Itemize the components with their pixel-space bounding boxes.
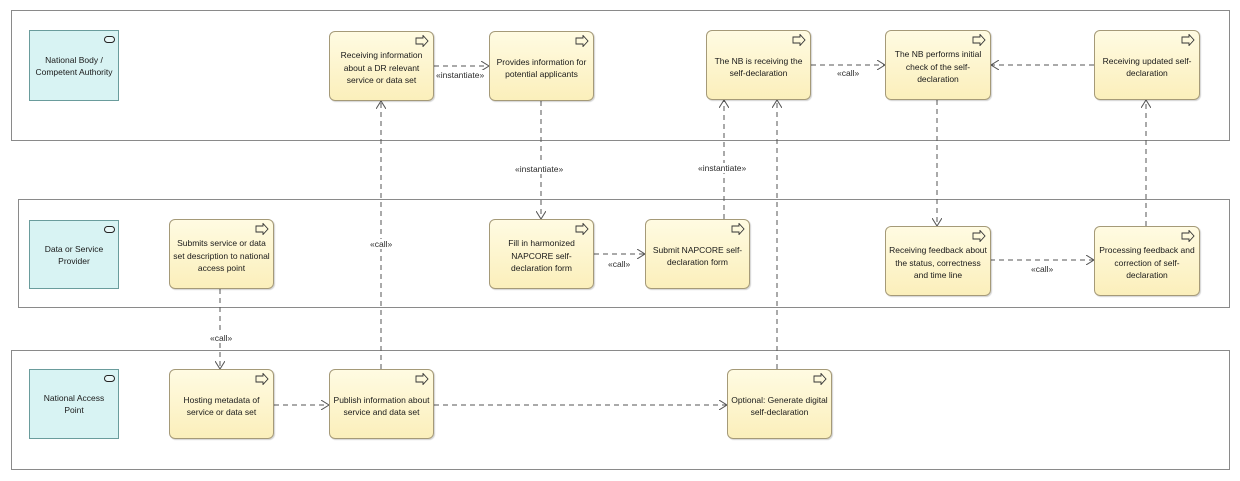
process-publish-information[interactable]: Publish information about service and da…	[329, 369, 434, 439]
process-label: Submits service or data set description …	[173, 238, 270, 274]
actor-role-icon	[104, 375, 115, 382]
process-label: Processing feedback and correction of se…	[1099, 245, 1195, 281]
process-label: Submit NAPCORE self-declaration form	[652, 244, 743, 268]
process-label: Receiving information about a DR relevan…	[340, 50, 423, 86]
process-arrow-icon	[813, 373, 827, 385]
process-arrow-icon	[1181, 34, 1195, 46]
process-nb-initial-check[interactable]: The NB performs initial check of the sel…	[885, 30, 991, 100]
connector-label-instantiate: «instantiate»	[697, 163, 748, 173]
connector-label-call: «call»	[1030, 264, 1055, 274]
process-receiving-updated[interactable]: Receiving updated self-declaration	[1094, 30, 1200, 100]
process-label: Publish information about service and da…	[333, 394, 430, 418]
actor-nap[interactable]: National Access Point	[29, 369, 119, 439]
process-fill-in-form[interactable]: Fill in harmonized NAPCORE self-declarat…	[489, 219, 594, 289]
process-arrow-icon	[1181, 230, 1195, 242]
connector-label-call: «call»	[369, 239, 394, 249]
connector-label-instantiate: «instantiate»	[514, 164, 565, 174]
process-arrow-icon	[972, 34, 986, 46]
process-submits-service[interactable]: Submits service or data set description …	[169, 219, 274, 289]
process-arrow-icon	[255, 373, 269, 385]
process-submit-form[interactable]: Submit NAPCORE self-declaration form	[645, 219, 750, 289]
process-arrow-icon	[972, 230, 986, 242]
lane-national-body	[11, 10, 1230, 141]
process-arrow-icon	[255, 223, 269, 235]
actor-provider[interactable]: Data or Service Provider	[29, 220, 119, 289]
actor-national-body[interactable]: National Body / Competent Authority	[29, 30, 119, 101]
process-label: Optional: Generate digital self-declarat…	[731, 394, 828, 418]
process-arrow-icon	[792, 34, 806, 46]
actor-label: National Body / Competent Authority	[35, 54, 113, 77]
process-arrow-icon	[415, 373, 429, 385]
process-receiving-information[interactable]: Receiving information about a DR relevan…	[329, 31, 434, 101]
actor-label: National Access Point	[43, 393, 105, 415]
process-label: The NB is receiving the self-declaration	[714, 55, 803, 79]
process-optional-generate[interactable]: Optional: Generate digital self-declarat…	[727, 369, 832, 439]
process-nb-receiving[interactable]: The NB is receiving the self-declaration	[706, 30, 811, 100]
process-label: Hosting metadata of service or data set	[183, 394, 260, 418]
process-arrow-icon	[415, 35, 429, 47]
process-label: Fill in harmonized NAPCORE self-declarat…	[508, 238, 575, 274]
process-hosting-metadata[interactable]: Hosting metadata of service or data set	[169, 369, 274, 439]
connector-label-call: «call»	[836, 68, 861, 78]
actor-label: Data or Service Provider	[44, 243, 104, 266]
process-label: Receiving updated self-declaration	[1102, 55, 1192, 79]
process-label: Provides information for potential appli…	[496, 56, 587, 80]
process-provides-information[interactable]: Provides information for potential appli…	[489, 31, 594, 101]
connector-label-instantiate: «instantiate»	[435, 70, 486, 80]
process-label: Receiving feedback about the status, cor…	[889, 245, 987, 281]
connector-label-call: «call»	[607, 259, 632, 269]
process-label: The NB performs initial check of the sel…	[894, 49, 982, 85]
process-arrow-icon	[731, 223, 745, 235]
process-arrow-icon	[575, 223, 589, 235]
actor-role-icon	[104, 36, 115, 43]
actor-role-icon	[104, 226, 115, 233]
process-processing-feedback[interactable]: Processing feedback and correction of se…	[1094, 226, 1200, 296]
process-receiving-feedback[interactable]: Receiving feedback about the status, cor…	[885, 226, 991, 296]
connector-label-call: «call»	[209, 333, 234, 343]
process-arrow-icon	[575, 35, 589, 47]
